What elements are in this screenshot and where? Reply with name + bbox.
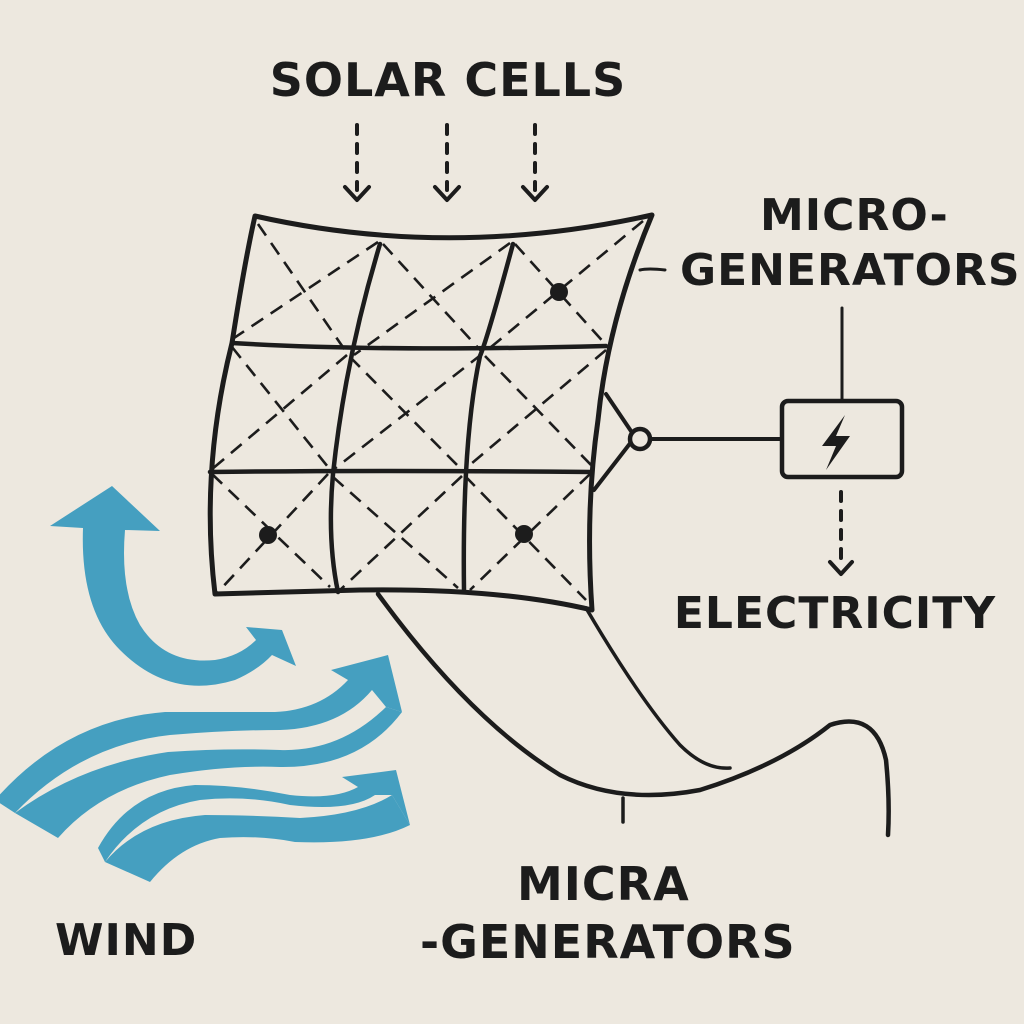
micro-generators-label-line1: MICRO-: [760, 190, 949, 241]
solar-cells-label: SOLAR CELLS: [270, 53, 627, 107]
mesh-grid: [207, 241, 609, 595]
curved-arrow-icon: [0, 655, 402, 838]
power-converter-box: [779, 398, 905, 480]
micro-generator-node: [259, 526, 277, 544]
micro-generator-node: [550, 283, 568, 301]
curved-arrow-icon: [50, 486, 296, 686]
dashed-down-arrow-icon: [521, 123, 549, 202]
panel-connector: [592, 392, 784, 492]
sun-ray-arrows: [343, 123, 549, 202]
electricity-arrow: [828, 490, 854, 576]
solar-mesh-panel: [207, 212, 655, 613]
lightning-bolt-icon: [822, 415, 850, 470]
dashed-down-arrow-icon: [433, 123, 461, 202]
connector-node: [627, 426, 653, 452]
micro-generators-leader: [638, 267, 667, 272]
micro-generators-bottom-line1: MICRA: [517, 857, 690, 911]
micro-generator-node: [515, 525, 533, 543]
wind-label: WIND: [55, 915, 197, 966]
mesh-frame: [207, 212, 655, 613]
dashed-down-arrow-icon: [343, 123, 371, 202]
micro-generators-bottom-line2: -GENERATORS: [420, 915, 796, 969]
curved-arrow-icon: [98, 770, 410, 882]
electricity-label: ELECTRICITY: [674, 588, 996, 639]
micro-generators-label-line2: GENERATORS: [680, 245, 1021, 296]
wind-arrows: [0, 486, 410, 882]
mesh-diagonals: [210, 219, 644, 601]
tether-cables: [375, 591, 891, 838]
